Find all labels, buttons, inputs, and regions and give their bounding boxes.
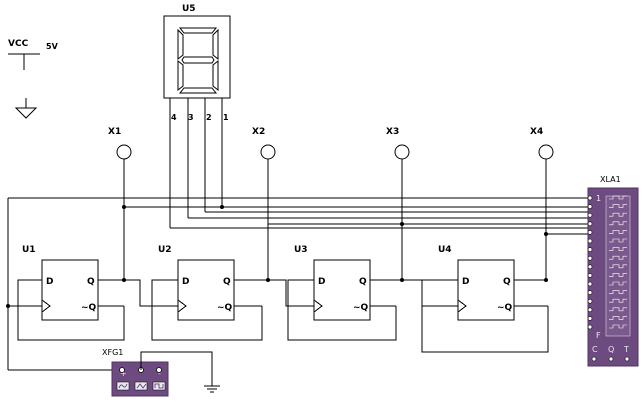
la-trace (609, 230, 627, 234)
flipflop-u2-name: U2 (158, 245, 172, 255)
logic-analyzer-name: XLA1 (600, 175, 621, 184)
la-input-pin[interactable] (587, 238, 593, 244)
la-input-pin[interactable] (587, 307, 593, 313)
probe-x3[interactable]: X3 (386, 127, 410, 160)
u3-d-pin: D (318, 277, 325, 287)
seven-segment-display[interactable]: U5 4 3 2 1 (163, 4, 231, 122)
u1-nq-pin: ~Q (81, 303, 97, 313)
triangle-wave-icon (134, 381, 148, 391)
probe-x2-label: X2 (252, 127, 265, 137)
display-pin-1: 1 (223, 113, 229, 122)
la-input-pin[interactable] (587, 195, 593, 201)
la-trace (609, 212, 627, 217)
u2-q-pin: Q (223, 277, 231, 287)
la-trace (609, 281, 627, 286)
u1-q-pin: Q (87, 277, 95, 287)
la-input-pin[interactable] (587, 221, 593, 227)
probe-lamp-icon (394, 144, 410, 160)
probe-x1[interactable]: X1 (108, 127, 132, 160)
la-input-pin[interactable] (587, 264, 593, 270)
clock-input-icon (177, 299, 187, 313)
display-pin-3: 3 (188, 113, 194, 122)
la-trace (609, 204, 627, 208)
vcc-symbol[interactable]: VCC 5V (8, 39, 59, 70)
la-input-pin[interactable] (587, 290, 593, 295)
u2-d-pin: D (182, 277, 189, 287)
u4-d-pin: D (462, 277, 469, 287)
u1-d-pin: D (46, 277, 53, 287)
ground-icon (14, 107, 38, 119)
display-pin-4: 4 (171, 113, 177, 122)
la-trace (609, 247, 627, 251)
ground-symbol-generator (204, 385, 220, 393)
la-input-pin[interactable] (587, 247, 593, 252)
la-trace (609, 238, 627, 243)
flipflop-u1[interactable]: U1 D Q ~Q (22, 245, 99, 321)
logic-analyzer[interactable]: XLA1 1 F C Q T (587, 175, 639, 367)
u4-q-pin: Q (503, 277, 511, 287)
probe-x3-label: X3 (386, 127, 399, 137)
la-t-label: T (623, 345, 629, 354)
la-input-pin[interactable] (587, 212, 593, 218)
probe-lamp-icon (538, 144, 554, 160)
probe-x1-label: X1 (108, 127, 121, 137)
probe-x2[interactable]: X2 (252, 127, 276, 160)
la-input-pin[interactable] (587, 298, 593, 304)
segment-digit-icon (177, 27, 219, 94)
clock-input-icon (313, 299, 323, 313)
display-pin-2: 2 (206, 113, 212, 122)
la-trace (609, 316, 627, 320)
fg-minus-terminal: - (158, 369, 161, 378)
la-pin-f-label: F (596, 331, 601, 340)
probe-x4-label: X4 (530, 127, 543, 137)
u3-q-pin: Q (359, 277, 367, 287)
la-trace (609, 307, 627, 312)
clock-input-icon (41, 299, 51, 313)
logic-analyzer-pins (587, 195, 627, 330)
clock-input-icon (457, 299, 467, 313)
flipflop-u4[interactable]: U4 D Q ~Q (438, 245, 515, 321)
display-name: U5 (182, 4, 196, 14)
la-trace (609, 264, 627, 269)
flipflop-u3[interactable]: U3 D Q ~Q (294, 245, 371, 321)
la-input-pin[interactable] (587, 324, 593, 330)
u2-nq-pin: ~Q (217, 303, 233, 313)
u4-nq-pin: ~Q (497, 303, 513, 313)
probe-lamp-icon (116, 144, 132, 160)
probe-lamp-icon (260, 144, 276, 160)
la-trace (609, 255, 627, 260)
la-c-label: C (592, 345, 598, 354)
la-trace (609, 298, 627, 303)
waveform-screen (605, 195, 631, 337)
u3-nq-pin: ~Q (353, 303, 369, 313)
la-trace (609, 221, 627, 226)
la-trace (609, 195, 627, 200)
la-trace (609, 273, 627, 277)
la-input-pin[interactable] (587, 281, 593, 287)
fg-plus-terminal: + (120, 369, 127, 378)
la-input-pin[interactable] (587, 273, 593, 278)
la-trace (609, 290, 627, 294)
flipflop-u1-name: U1 (22, 245, 36, 255)
ground-symbol[interactable] (14, 98, 38, 119)
la-trace (609, 324, 627, 329)
la-input-pin[interactable] (587, 255, 593, 261)
flipflop-u3-name: U3 (294, 245, 308, 255)
probe-x4[interactable]: X4 (530, 127, 554, 160)
function-generator[interactable]: XFG1 + - (102, 348, 169, 397)
vcc-label: VCC (8, 39, 29, 49)
la-input-pin[interactable] (587, 316, 593, 321)
la-q-label: Q (608, 345, 614, 354)
la-pin-1-label: 1 (596, 194, 601, 203)
vcc-value: 5V (46, 42, 59, 51)
flipflop-u2[interactable]: U2 D Q ~Q (158, 245, 235, 321)
la-input-pin[interactable] (587, 230, 593, 235)
function-generator-name: XFG1 (102, 348, 123, 357)
la-input-pin[interactable] (587, 204, 593, 209)
flipflop-u4-name: U4 (438, 245, 452, 255)
